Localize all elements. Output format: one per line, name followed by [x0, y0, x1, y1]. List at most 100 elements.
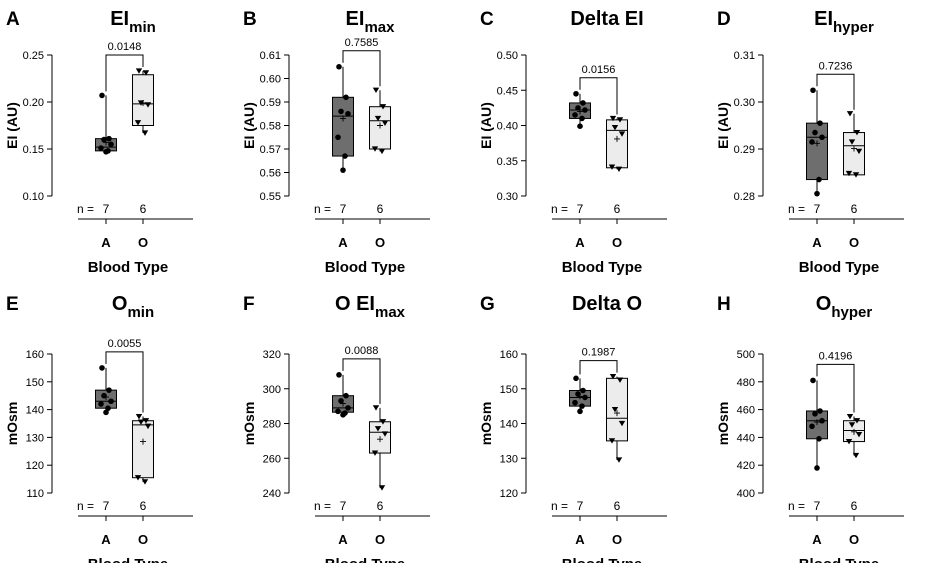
- y-tick-label: 150: [500, 384, 518, 396]
- y-axis-label: mOsm: [4, 402, 20, 446]
- y-tick-label: 320: [263, 349, 281, 361]
- y-axis-label: EI (AU): [715, 102, 731, 149]
- data-point: [340, 167, 346, 173]
- data-point: [572, 399, 578, 406]
- p-value-label: 0.7236: [819, 60, 853, 72]
- x-axis-label: Blood Type: [325, 259, 406, 276]
- y-tick-label: 280: [263, 419, 281, 431]
- data-point: [814, 190, 820, 197]
- n-prefix: n =: [788, 499, 805, 513]
- panel-title: O EImax: [335, 293, 406, 321]
- box-o: [132, 413, 154, 485]
- data-point: [101, 136, 107, 143]
- x-category-label: A: [101, 532, 111, 547]
- panel-letter: G: [480, 294, 495, 315]
- y-tick-label: 160: [26, 349, 44, 361]
- p-value-label: 0.1987: [582, 347, 616, 359]
- box-a: [95, 365, 117, 416]
- data-point: [142, 418, 150, 424]
- data-point: [812, 410, 818, 417]
- box-rect: [606, 377, 628, 442]
- p-value-label: 0.7585: [345, 37, 379, 49]
- mean-marker: [614, 135, 620, 142]
- n-prefix: n =: [314, 499, 331, 513]
- y-tick-label: 0.61: [260, 50, 281, 62]
- data-point: [342, 153, 348, 159]
- data-point: [810, 87, 816, 94]
- data-point: [580, 387, 586, 394]
- n-value: 7: [814, 499, 821, 513]
- n-value: 7: [103, 499, 110, 513]
- panel-title: EImax: [346, 8, 396, 36]
- data-point: [848, 422, 856, 428]
- data-point: [379, 104, 387, 110]
- data-point: [103, 409, 109, 416]
- data-point: [615, 166, 623, 173]
- data-point: [852, 172, 860, 178]
- data-point: [575, 391, 581, 397]
- y-tick-label: 0.15: [23, 144, 44, 156]
- box-rect: [606, 119, 628, 169]
- significance-bracket: [105, 351, 144, 413]
- data-point: [381, 120, 389, 126]
- data-point: [577, 123, 583, 130]
- data-point: [572, 112, 578, 118]
- x-category-label: O: [849, 235, 859, 250]
- data-point: [338, 398, 344, 404]
- x-category-label: O: [375, 532, 385, 547]
- panel-title: Delta O: [572, 293, 642, 315]
- mean-marker: [851, 145, 857, 152]
- data-point: [853, 418, 861, 424]
- n-value: 7: [103, 202, 110, 216]
- data-point: [845, 170, 853, 177]
- x-category-label: O: [375, 235, 385, 250]
- y-tick-label: 0.58: [260, 121, 281, 133]
- box-a: [569, 375, 591, 415]
- data-point: [343, 392, 349, 399]
- box-a: [95, 92, 117, 155]
- data-point: [142, 70, 150, 76]
- data-point: [106, 387, 112, 393]
- y-tick-label: 440: [737, 432, 755, 444]
- significance-bracket: [105, 54, 144, 92]
- x-category-label: A: [101, 235, 111, 250]
- box-o: [369, 87, 391, 155]
- data-point: [135, 413, 143, 420]
- x-category-label: A: [812, 235, 822, 250]
- y-tick-label: 140: [26, 405, 44, 417]
- mean-marker: [340, 115, 346, 122]
- data-point: [579, 115, 585, 122]
- significance-bracket: [816, 73, 855, 110]
- n-value: 7: [340, 202, 347, 216]
- x-axis-label: Blood Type: [562, 259, 643, 276]
- panel-title: Omin: [112, 293, 154, 321]
- box-o: [843, 413, 865, 459]
- x-category-label: O: [612, 235, 622, 250]
- n-value: 7: [340, 499, 347, 513]
- data-point: [343, 94, 349, 101]
- y-tick-label: 0.29: [734, 144, 755, 156]
- data-point: [817, 408, 823, 414]
- data-point: [98, 401, 104, 407]
- y-tick-label: 0.60: [260, 74, 281, 86]
- data-point: [99, 365, 105, 371]
- y-tick-label: 400: [737, 488, 755, 500]
- data-point: [846, 413, 854, 420]
- y-axis-label: mOsm: [241, 402, 257, 446]
- data-point: [135, 68, 143, 74]
- y-tick-label: 0.57: [260, 144, 281, 156]
- data-point: [579, 403, 585, 409]
- data-point: [618, 131, 626, 137]
- y-axis-label: EI (AU): [241, 102, 257, 149]
- data-point: [573, 90, 579, 97]
- x-category-label: O: [138, 235, 148, 250]
- panel-letter: E: [6, 294, 19, 315]
- y-tick-label: 500: [737, 349, 755, 361]
- data-point: [810, 377, 816, 384]
- data-point: [852, 452, 860, 459]
- data-point: [618, 420, 626, 427]
- data-point: [137, 419, 145, 425]
